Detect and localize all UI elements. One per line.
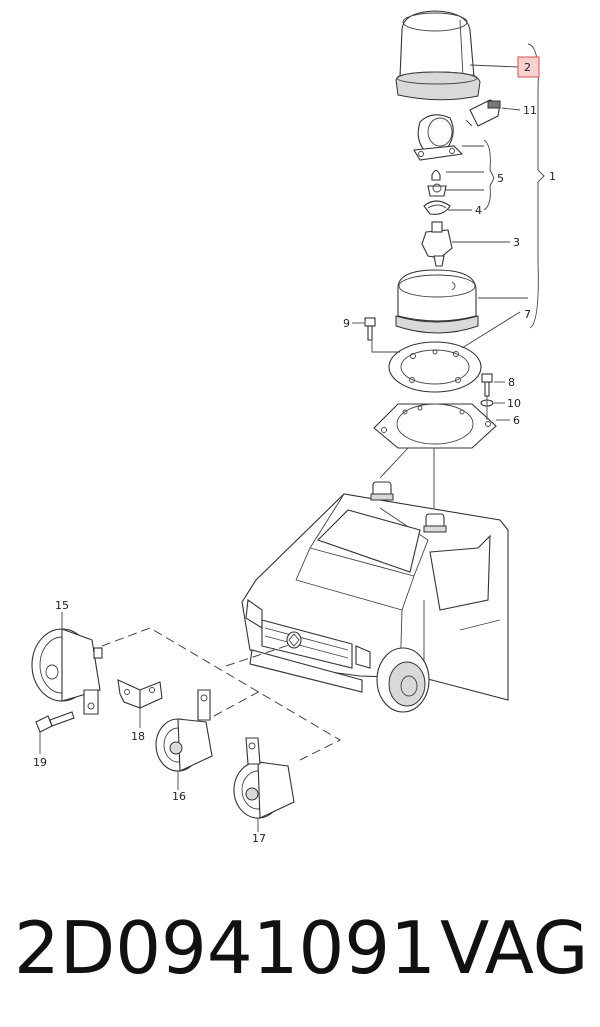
- wire-connector: [465, 99, 501, 127]
- horn-17: [233, 737, 295, 819]
- base-plate: [373, 403, 497, 449]
- brand-name: VAG: [440, 906, 589, 990]
- callout-15: 15: [55, 599, 69, 612]
- callout-16: 16: [172, 790, 186, 803]
- callout-4: 4: [475, 204, 482, 217]
- callout-3: 3: [513, 236, 520, 249]
- callout-9: 9: [343, 317, 350, 330]
- callout-8: 8: [508, 376, 515, 389]
- callout-19: 19: [33, 756, 47, 769]
- callout-labels: 1 2 3 4 5 6 7 8 9 10 11 15 16 17 18 19: [33, 61, 556, 845]
- roof-beacon-rear: [423, 513, 447, 533]
- callout-6: 6: [513, 414, 520, 427]
- callout-5: 5: [497, 172, 504, 185]
- mounting-gasket: [388, 341, 482, 393]
- callout-7: 7: [524, 308, 531, 321]
- beacon-dome: [395, 10, 481, 101]
- bulb-set: [423, 169, 451, 215]
- roof-beacon-front: [370, 481, 394, 501]
- bolt-9: [364, 317, 376, 341]
- callout-2: 2: [524, 61, 531, 74]
- callout-10: 10: [507, 397, 521, 410]
- part-number: 2D0941091: [14, 906, 436, 990]
- caption: 2D0941091 VAG: [0, 898, 600, 998]
- screw-19: [35, 711, 75, 733]
- bracket-18: [117, 679, 163, 709]
- callout-11: 11: [523, 104, 537, 117]
- callout-17: 17: [252, 832, 266, 845]
- horn-16: [155, 689, 213, 772]
- van-illustration: [241, 493, 509, 713]
- horn-guide-lines: [101, 627, 342, 761]
- callout-18: 18: [131, 730, 145, 743]
- horn-15: [31, 628, 103, 715]
- lamp-reflector: [413, 114, 464, 161]
- bolt-8: [481, 373, 493, 397]
- exploded-parts-diagram: 1 2 3 4 5 6 7 8 9 10 11 15 16 17 18 19: [31, 10, 556, 845]
- highlight-box: [517, 56, 540, 78]
- leader-lines: [39, 43, 545, 832]
- beacon-guide-lines: [371, 340, 488, 508]
- callout-1: 1: [549, 170, 556, 183]
- lamp-motor: [421, 221, 453, 267]
- beacon-housing: [395, 269, 479, 334]
